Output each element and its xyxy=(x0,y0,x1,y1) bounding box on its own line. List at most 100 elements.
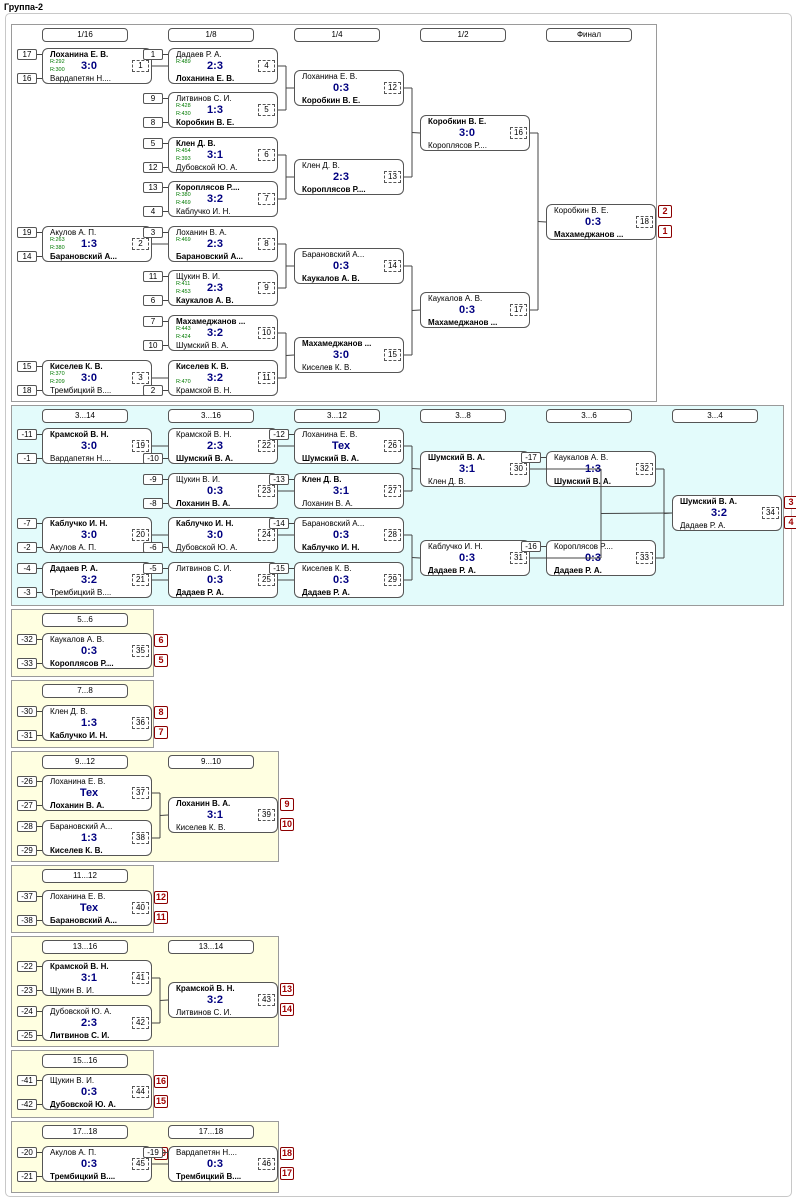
match-number: 13 xyxy=(384,171,401,183)
match-score: 3:0 xyxy=(81,440,97,452)
round-label: 1/4 xyxy=(294,28,380,42)
round-label: 3...12 xyxy=(294,409,380,423)
seed-box: -31 xyxy=(17,730,37,741)
seed-box: -5 xyxy=(143,563,163,574)
player-top: Лоханин В. А. xyxy=(176,228,227,237)
seed-box: -13 xyxy=(269,474,289,485)
player-top: Акулов А. П. xyxy=(50,228,97,237)
match-number: 12 xyxy=(384,82,401,94)
rating-top: R:292 xyxy=(50,59,65,65)
player-bottom: Каблучко И. Н. xyxy=(302,543,360,552)
seed-box: 1 xyxy=(143,49,163,60)
page-title: Группа-2 xyxy=(4,2,44,12)
connector-line xyxy=(663,512,673,514)
seed-box: 19 xyxy=(17,227,37,238)
place-badge: 16 xyxy=(154,1075,168,1088)
match-score: 3:1 xyxy=(81,972,97,984)
player-bottom: Махамеджанов ... xyxy=(554,230,624,239)
rating-top: R:443 xyxy=(176,326,191,332)
seed-box: -38 xyxy=(17,915,37,926)
match-score: 0:3 xyxy=(459,552,475,564)
round-label: 11...12 xyxy=(42,869,128,883)
player-top: Лоханин В. А. xyxy=(176,799,231,808)
player-top: Щукин В. И. xyxy=(50,1076,95,1085)
player-bottom: Дадаев Р. А. xyxy=(428,566,476,575)
round-label: 7...8 xyxy=(42,684,128,698)
seed-box: -9 xyxy=(143,474,163,485)
rating-top: R:263 xyxy=(50,237,65,243)
match-number: 43 xyxy=(258,994,275,1006)
seed-box: -26 xyxy=(17,776,37,787)
player-top: Каблучко И. Н. xyxy=(50,519,108,528)
round-label: 15...16 xyxy=(42,1054,128,1068)
match-score: 3:2 xyxy=(711,507,727,519)
player-bottom: Трембицкий В.... xyxy=(50,386,112,395)
player-bottom: Шумский В. А. xyxy=(176,454,233,463)
player-top: Киселев К. В. xyxy=(302,564,352,573)
match-number: 6 xyxy=(258,149,275,161)
match-score: 3:0 xyxy=(333,349,349,361)
seed-box: -24 xyxy=(17,1006,37,1017)
player-bottom: Дубовской Ю. А. xyxy=(176,163,238,172)
seed-box: -32 xyxy=(17,634,37,645)
rating-top: R:469 xyxy=(176,237,191,243)
match-number: 36 xyxy=(132,717,149,729)
player-top: Дадаев Р. А. xyxy=(50,564,98,573)
match-number: 8 xyxy=(258,238,275,250)
match-score: 0:3 xyxy=(459,304,475,316)
seed-box: -2 xyxy=(17,542,37,553)
player-top: Крамской В. Н. xyxy=(50,430,109,439)
match-number: 1 xyxy=(132,60,149,72)
seed-box: -28 xyxy=(17,821,37,832)
match-number: 45 xyxy=(132,1158,149,1170)
place-badge: 2 xyxy=(658,205,672,218)
seed-box: -12 xyxy=(269,429,289,440)
seed-box: -20 xyxy=(17,1147,37,1158)
